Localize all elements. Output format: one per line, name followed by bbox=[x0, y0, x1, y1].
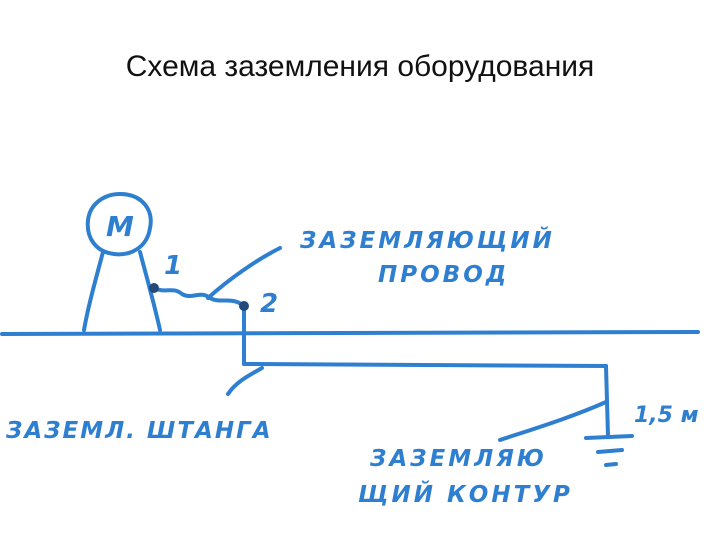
motor-left-leg bbox=[82, 250, 105, 332]
grounding-diagram: М 1 2 ЗАЗЕМЛЯЮЩИЙ ПРОВОД ЗАЗЕМЛ. ШТАНГА … bbox=[0, 182, 720, 512]
wire-label-leader bbox=[206, 246, 282, 300]
motor-right-leg bbox=[138, 250, 162, 332]
ground-symbol-bar-2 bbox=[596, 448, 624, 454]
ground-symbol-bar-1 bbox=[584, 434, 634, 440]
contour-label-leader bbox=[498, 400, 608, 442]
wire-label-line2: ПРОВОД bbox=[378, 262, 509, 288]
motor-label: М bbox=[106, 210, 134, 243]
rod-label: ЗАЗЕМЛ. ШТАНГА bbox=[5, 418, 273, 444]
wire-label-line1: ЗАЗЕМЛЯЮЩИЙ bbox=[299, 226, 555, 254]
motor-circle bbox=[85, 192, 153, 257]
ground-symbol-bar-3 bbox=[604, 462, 618, 467]
junction-point-2 bbox=[239, 301, 249, 311]
point-2-label: 2 bbox=[260, 289, 278, 319]
point-1-label: 1 bbox=[164, 251, 182, 281]
contour-label-line1: ЗАЗЕМЛЯЮ bbox=[369, 446, 547, 472]
diagram-paper bbox=[0, 182, 720, 512]
grounding-bus bbox=[242, 362, 608, 368]
grounding-wire bbox=[152, 286, 246, 308]
contour-label-line2: ЩИЙ КОНТУР bbox=[358, 480, 573, 508]
junction-point-1 bbox=[149, 283, 159, 293]
rod-label-leader bbox=[226, 366, 264, 396]
floor-line bbox=[0, 330, 700, 336]
slide-title: Схема заземления оборудования bbox=[125, 50, 595, 83]
depth-label: 1,5 м bbox=[634, 403, 699, 428]
